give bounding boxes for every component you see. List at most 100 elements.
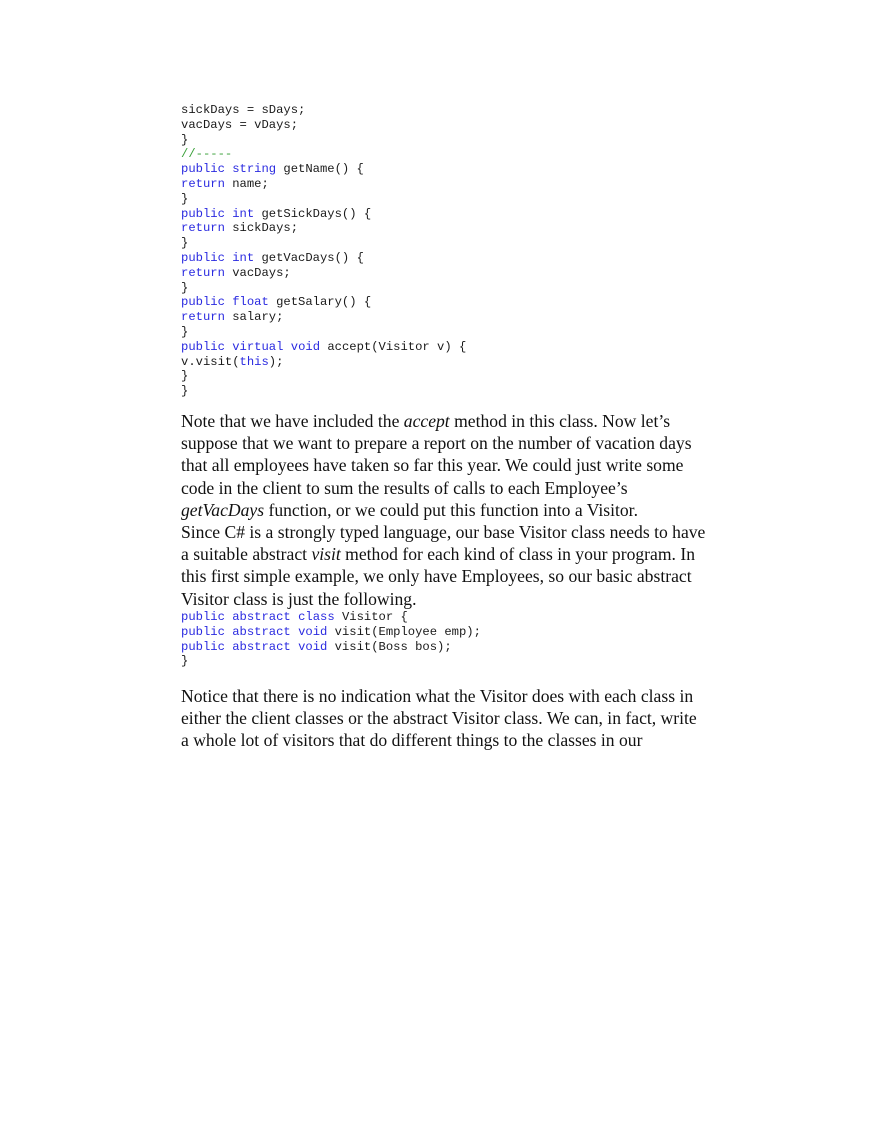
code-line: return name; <box>181 177 466 192</box>
text-line: this first simple example, we only have … <box>181 565 721 587</box>
code-text: Visitor { <box>334 610 408 624</box>
code-keyword: public <box>181 295 225 310</box>
code-text: } <box>181 384 189 399</box>
text-run: Visitor class is just the following. <box>181 588 417 609</box>
code-text: vacDays = vDays; <box>181 117 299 132</box>
code-line: return vacDays; <box>181 266 466 281</box>
code-keyword: int <box>232 250 255 265</box>
code-line: } <box>181 236 466 251</box>
code-line: sickDays = sDays; <box>181 103 466 118</box>
code-line: public float getSalary() { <box>181 295 466 310</box>
code-text: } <box>181 654 189 669</box>
text-line: that all employees have taken so far thi… <box>181 454 721 476</box>
code-block-visitor-class: public abstract class Visitor { public a… <box>181 610 481 669</box>
text-line: a whole lot of visitors that do differen… <box>181 729 721 751</box>
code-text: getSickDays() { <box>254 206 372 221</box>
text-line: Notice that there is no indication what … <box>181 685 721 707</box>
text-run: method in this class. Now let’s <box>449 411 671 431</box>
code-keyword: this <box>239 354 269 369</box>
text-run: suppose that we want to prepare a report… <box>181 433 692 454</box>
code-text: name; <box>224 176 269 191</box>
text-run: a suitable abstract <box>181 544 312 565</box>
code-keyword: string <box>232 162 277 177</box>
code-keyword: public <box>181 250 225 265</box>
text-run: Since C# is a strongly typed language, o… <box>181 522 706 542</box>
code-text: accept(Visitor v) { <box>320 339 467 354</box>
code-text: } <box>181 236 189 251</box>
text-line: getVacDays function, or we could put thi… <box>181 499 721 521</box>
text-line: Note that we have included the accept me… <box>181 410 721 432</box>
code-line: public abstract void visit(Boss bos); <box>181 640 481 655</box>
code-line: } <box>181 654 481 669</box>
code-text: salary; <box>224 310 284 325</box>
text-run: function, or we could put this function … <box>264 499 638 520</box>
code-line: return sickDays; <box>181 221 466 236</box>
text-run: method for each kind of class in your pr… <box>340 544 695 565</box>
code-keyword: void <box>298 624 328 639</box>
text-line: suppose that we want to prepare a report… <box>181 432 721 454</box>
text-run: Notice that there is no indication what … <box>181 686 694 706</box>
code-line: } <box>181 384 466 399</box>
code-text: sickDays; <box>224 221 299 236</box>
code-text: vacDays; <box>224 265 291 280</box>
code-text: } <box>181 324 189 339</box>
code-text: visit(Employee emp); <box>327 624 481 639</box>
code-keyword: abstract <box>232 610 291 624</box>
code-keyword: public <box>181 162 225 177</box>
code-keyword: public <box>181 624 225 639</box>
code-text: ); <box>268 354 284 369</box>
code-line: public string getName() { <box>181 162 466 177</box>
code-keyword: return <box>181 310 225 325</box>
code-text: visit(Boss bos); <box>327 639 452 654</box>
text-line: code in the client to sum the results of… <box>181 477 721 499</box>
text-line: a suitable abstract visit method for eac… <box>181 543 721 565</box>
code-keyword: public <box>181 639 225 654</box>
code-text <box>291 640 298 654</box>
code-line: } <box>181 192 466 207</box>
paragraph-notice-visitor: Notice that there is no indication what … <box>181 685 721 752</box>
code-keyword: abstract <box>232 639 291 654</box>
paragraph-accept-method: Note that we have included the accept me… <box>181 410 721 521</box>
code-line: public int getVacDays() { <box>181 251 466 266</box>
code-text: } <box>181 191 189 206</box>
code-text: getName() { <box>276 162 364 177</box>
text-line: either the client classes or the abstrac… <box>181 707 721 729</box>
text-run: that all employees have taken so far thi… <box>181 455 684 476</box>
paragraph-strongly-typed: Since C# is a strongly typed language, o… <box>181 521 721 610</box>
code-text: getVacDays() { <box>254 250 364 265</box>
code-line: } <box>181 133 466 148</box>
code-text <box>291 610 298 624</box>
code-keyword: float <box>232 295 269 310</box>
code-line: public int getSickDays() { <box>181 207 466 222</box>
code-keyword: class <box>298 610 335 624</box>
emphasized-term: visit <box>311 544 341 565</box>
code-keyword: return <box>181 265 225 280</box>
code-keyword: public <box>181 206 225 221</box>
code-keyword: virtual <box>232 339 284 354</box>
code-keyword: void <box>290 339 321 354</box>
code-text <box>291 625 298 639</box>
text-line: Since C# is a strongly typed language, o… <box>181 521 721 543</box>
code-line: //----- <box>181 147 466 162</box>
emphasized-term: getVacDays <box>181 499 265 520</box>
code-text: } <box>181 369 189 384</box>
code-text: sickDays = sDays; <box>181 103 306 117</box>
code-line: } <box>181 281 466 296</box>
code-keyword: public <box>181 610 225 624</box>
code-line: public abstract void visit(Employee emp)… <box>181 625 481 640</box>
code-text: } <box>181 132 189 147</box>
code-line: v.visit(this); <box>181 355 466 370</box>
text-run: this first simple example, we only have … <box>181 566 692 587</box>
emphasized-term: accept <box>403 411 450 431</box>
text-run: Note that we have included the <box>181 411 404 431</box>
code-block-employee-methods: sickDays = sDays; vacDays = vDays;}//---… <box>181 103 466 399</box>
code-line: } <box>181 325 466 340</box>
code-keyword: void <box>298 639 328 654</box>
code-comment: //----- <box>181 147 233 162</box>
code-line: return salary; <box>181 310 466 325</box>
text-run: either the client classes or the abstrac… <box>181 708 697 729</box>
code-keyword: return <box>181 176 225 191</box>
code-text: } <box>181 280 189 295</box>
text-run: code in the client to sum the results of… <box>181 477 628 498</box>
text-line: Visitor class is just the following. <box>181 588 721 610</box>
